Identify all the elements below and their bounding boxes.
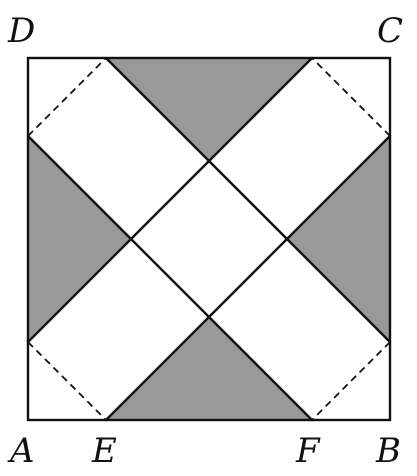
- shaded-triangle-right: [287, 136, 390, 342]
- dashed-line-long-c: [130, 238, 313, 421]
- vertex-label-f: F: [295, 431, 321, 471]
- dashed-line-long-d: [105, 238, 288, 421]
- solid-diagonal-left-to-top: [26, 56, 314, 344]
- shaded-triangle-top: [106, 58, 312, 161]
- dashed-line-bottom-left: [27, 341, 107, 421]
- shaded-triangle-bottom: [106, 317, 312, 420]
- dashed-line-bottom-right: [311, 341, 391, 421]
- vertex-label-a: A: [7, 431, 35, 471]
- vertex-label-b: B: [375, 431, 401, 471]
- shaded-triangle-left: [28, 136, 131, 342]
- outer-square-abcd: [26, 56, 392, 422]
- vertex-label-d: D: [7, 11, 35, 51]
- dashed-line-top-right: [311, 57, 391, 137]
- vertex-label-c: C: [377, 11, 403, 51]
- dashed-line-long-a: [130, 57, 313, 240]
- dashed-line-long-b: [105, 57, 288, 240]
- dashed-line-top-left: [27, 57, 107, 137]
- solid-diagonal-f-to-top-left: [26, 134, 314, 422]
- vertex-label-e: E: [91, 431, 117, 471]
